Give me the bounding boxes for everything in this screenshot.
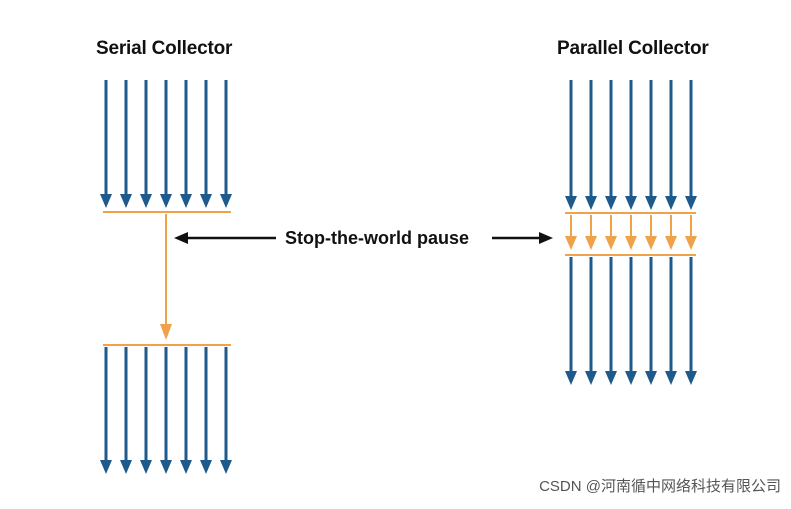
parallel-gc-thread-arrow-2-head: [585, 236, 597, 250]
serial-top-thread-arrow-4-head: [160, 194, 172, 208]
parallel-top-thread-arrow-7-head: [685, 196, 697, 210]
parallel-bottom-thread-arrow-5-head: [645, 371, 657, 385]
serial-top-thread-arrow-2-head: [120, 194, 132, 208]
parallel-bottom-thread-arrow-2-head: [585, 371, 597, 385]
parallel-gc-thread-arrow-1-head: [565, 236, 577, 250]
parallel-top-thread-arrow-5-head: [645, 196, 657, 210]
pause-left-arrowhead: [174, 232, 188, 244]
serial-bottom-thread-arrow-3-head: [140, 460, 152, 474]
parallel-top-thread-arrow-2-head: [585, 196, 597, 210]
parallel-bottom-thread-arrow-3-head: [605, 371, 617, 385]
parallel-bottom-thread-arrow-7-head: [685, 371, 697, 385]
parallel-top-thread-arrow-1-head: [565, 196, 577, 210]
serial-gc-thread-arrow-head: [160, 324, 172, 340]
parallel-gc-thread-arrow-4-head: [625, 236, 637, 250]
parallel-collector-title: Parallel Collector: [557, 38, 709, 59]
serial-top-thread-arrow-5-head: [180, 194, 192, 208]
parallel-top-thread-arrow-6-head: [665, 196, 677, 210]
parallel-gc-thread-arrow-5-head: [645, 236, 657, 250]
serial-top-thread-arrow-6-head: [200, 194, 212, 208]
parallel-bottom-thread-arrow-1-head: [565, 371, 577, 385]
parallel-gc-thread-arrow-3-head: [605, 236, 617, 250]
serial-top-thread-arrow-7-head: [220, 194, 232, 208]
parallel-bottom-thread-arrow-4-head: [625, 371, 637, 385]
serial-top-thread-arrow-3-head: [140, 194, 152, 208]
stop-the-world-label: Stop-the-world pause: [285, 228, 469, 249]
parallel-bottom-thread-arrow-6-head: [665, 371, 677, 385]
serial-bottom-thread-arrow-4-head: [160, 460, 172, 474]
serial-collector-title: Serial Collector: [96, 38, 233, 59]
pause-right-arrowhead: [539, 232, 553, 244]
serial-bottom-thread-arrow-7-head: [220, 460, 232, 474]
parallel-top-thread-arrow-3-head: [605, 196, 617, 210]
serial-bottom-thread-arrow-6-head: [200, 460, 212, 474]
serial-bottom-thread-arrow-5-head: [180, 460, 192, 474]
watermark: CSDN @河南循中网络科技有限公司: [539, 478, 781, 495]
parallel-gc-thread-arrow-6-head: [665, 236, 677, 250]
serial-top-thread-arrow-1-head: [100, 194, 112, 208]
parallel-top-thread-arrow-4-head: [625, 196, 637, 210]
serial-bottom-thread-arrow-1-head: [100, 460, 112, 474]
serial-bottom-thread-arrow-2-head: [120, 460, 132, 474]
parallel-gc-thread-arrow-7-head: [685, 236, 697, 250]
